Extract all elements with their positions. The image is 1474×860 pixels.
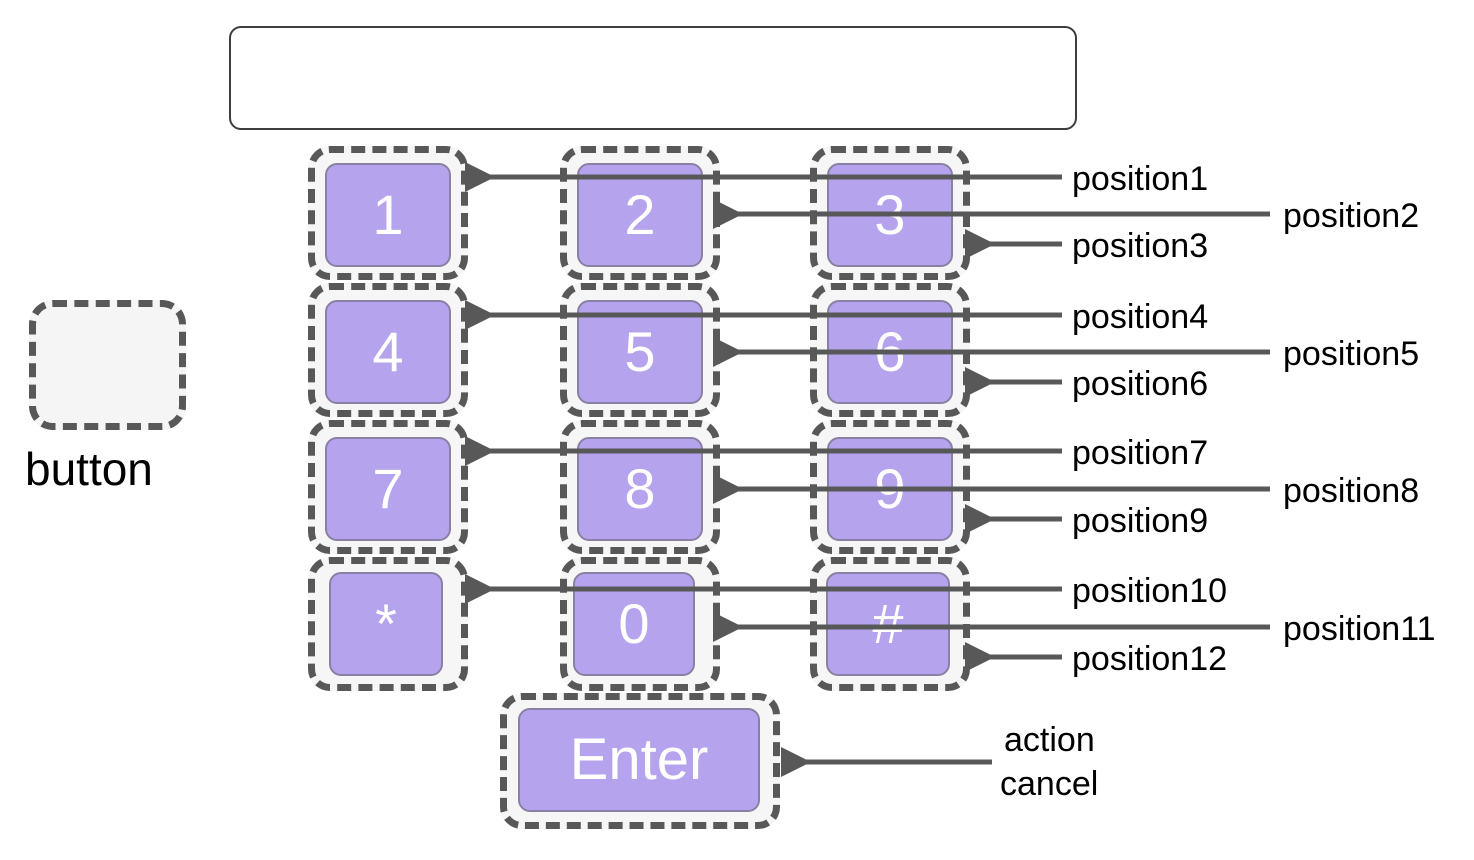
key-9-button[interactable]: 9 <box>827 437 953 541</box>
key-8-button[interactable]: 8 <box>577 437 703 541</box>
label-position11: position11 <box>1283 610 1436 648</box>
key-7-button[interactable]: 7 <box>325 437 451 541</box>
label-position1: position1 <box>1072 160 1209 198</box>
label-position2: position2 <box>1283 197 1420 235</box>
key-3-button[interactable]: 3 <box>827 163 953 267</box>
label-position6: position6 <box>1072 365 1209 403</box>
label-position12: position12 <box>1072 640 1228 678</box>
key-4-button[interactable]: 4 <box>325 300 451 404</box>
key-0-button[interactable]: 0 <box>573 572 695 676</box>
key-6-button[interactable]: 6 <box>827 300 953 404</box>
enter-button[interactable]: Enter <box>518 708 760 812</box>
input-display <box>229 26 1077 130</box>
key-star-button[interactable]: * <box>329 572 443 676</box>
label-position7: position7 <box>1072 434 1209 472</box>
label-position4: position4 <box>1072 298 1209 336</box>
label-cancel: cancel <box>1000 765 1099 803</box>
label-position10: position10 <box>1072 572 1228 610</box>
label-action: action <box>1004 721 1095 759</box>
label-position8: position8 <box>1283 472 1420 510</box>
legend-label: button <box>25 443 153 495</box>
label-position3: position3 <box>1072 227 1209 265</box>
key-1-button[interactable]: 1 <box>325 163 451 267</box>
key-2-button[interactable]: 2 <box>577 163 703 267</box>
key-hash-button[interactable]: # <box>826 572 950 676</box>
key-5-button[interactable]: 5 <box>577 300 703 404</box>
legend-button-swatch <box>29 300 186 430</box>
label-position9: position9 <box>1072 502 1209 540</box>
label-position5: position5 <box>1283 335 1420 373</box>
